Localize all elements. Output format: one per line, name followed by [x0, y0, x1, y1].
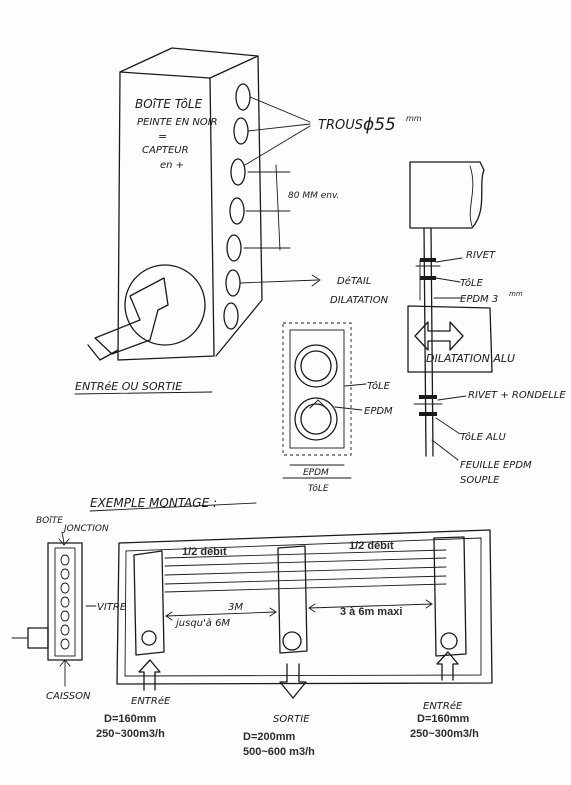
right-flow: 250~300m3/h	[410, 728, 479, 740]
feuille-epdm-label: FEUILLE EPDM	[460, 460, 532, 471]
holes-diameter: ϕ55	[363, 115, 396, 135]
holes-unit: mm	[406, 114, 422, 123]
souple-label: SOUPLE	[460, 475, 500, 486]
center-flow: 500~600 m3/h	[243, 746, 315, 758]
span-left-bottom: jusqu'à 6M	[174, 617, 230, 629]
box-label-2: PEINTE EN NOIR	[137, 117, 218, 128]
left-diameter: D=160mm	[104, 713, 157, 725]
strip-tole-label: TôLE	[367, 380, 391, 392]
half-flow-left: 1/2 débit	[182, 546, 227, 558]
dilatation-alu-label: DILATATION ALU	[426, 352, 515, 365]
tole-alu-label: TôLE ALU	[460, 431, 506, 443]
rivet-label: RIVET	[466, 250, 496, 261]
epdm-3mm-label: EPDM 3	[460, 294, 498, 305]
vitre-label: VITRE	[97, 602, 127, 613]
box-label-4: CAPTEUR	[142, 145, 189, 156]
spacing-label: 80 MM env.	[288, 191, 339, 201]
box-label-3: =	[158, 130, 167, 143]
detail-label-2: DILATATION	[330, 295, 389, 306]
side-view-sketch	[11, 531, 97, 687]
inlet-left-label: ENTRéE	[131, 695, 171, 707]
right-diameter: D=160mm	[417, 713, 470, 725]
caisson-label: CAISSON	[46, 691, 91, 702]
left-flow: 250~300m3/h	[96, 728, 165, 740]
collector-box-sketch	[87, 47, 321, 361]
jonction-label: JONCTION	[62, 524, 109, 534]
box-label-1: BOîTE TôLE	[135, 97, 203, 111]
outlet-label: SORTIE	[273, 714, 310, 725]
rivet-rondelle-label: RIVET + RONDELLE	[468, 390, 566, 401]
span-right: 3 à 6m maxi	[340, 606, 402, 618]
boite-label: BOîTE	[36, 516, 63, 526]
holes-label: TROUS	[318, 118, 363, 133]
half-flow-right: 1/2 débit	[349, 540, 394, 552]
epdm-mm-unit: mm	[509, 290, 523, 298]
inout-label: ENTRéE OU SORTIE	[75, 380, 182, 393]
tole-label: TôLE	[460, 277, 484, 289]
dilatation-section-detail	[407, 161, 493, 461]
detail-label-1: DéTAIL	[337, 275, 371, 287]
center-diameter: D=200mm	[243, 731, 296, 743]
strip-bottom-epdm: EPDM	[303, 468, 329, 478]
span-left-top: 3M	[228, 602, 243, 613]
epdm-strip-detail	[282, 322, 367, 479]
strip-epdm-label: EPDM	[364, 406, 393, 417]
collector-frame	[116, 529, 493, 699]
strip-bottom-tole: TôLE	[308, 483, 329, 494]
box-label-5: en +	[160, 160, 184, 171]
inlet-right-label: ENTRéE	[423, 700, 463, 712]
